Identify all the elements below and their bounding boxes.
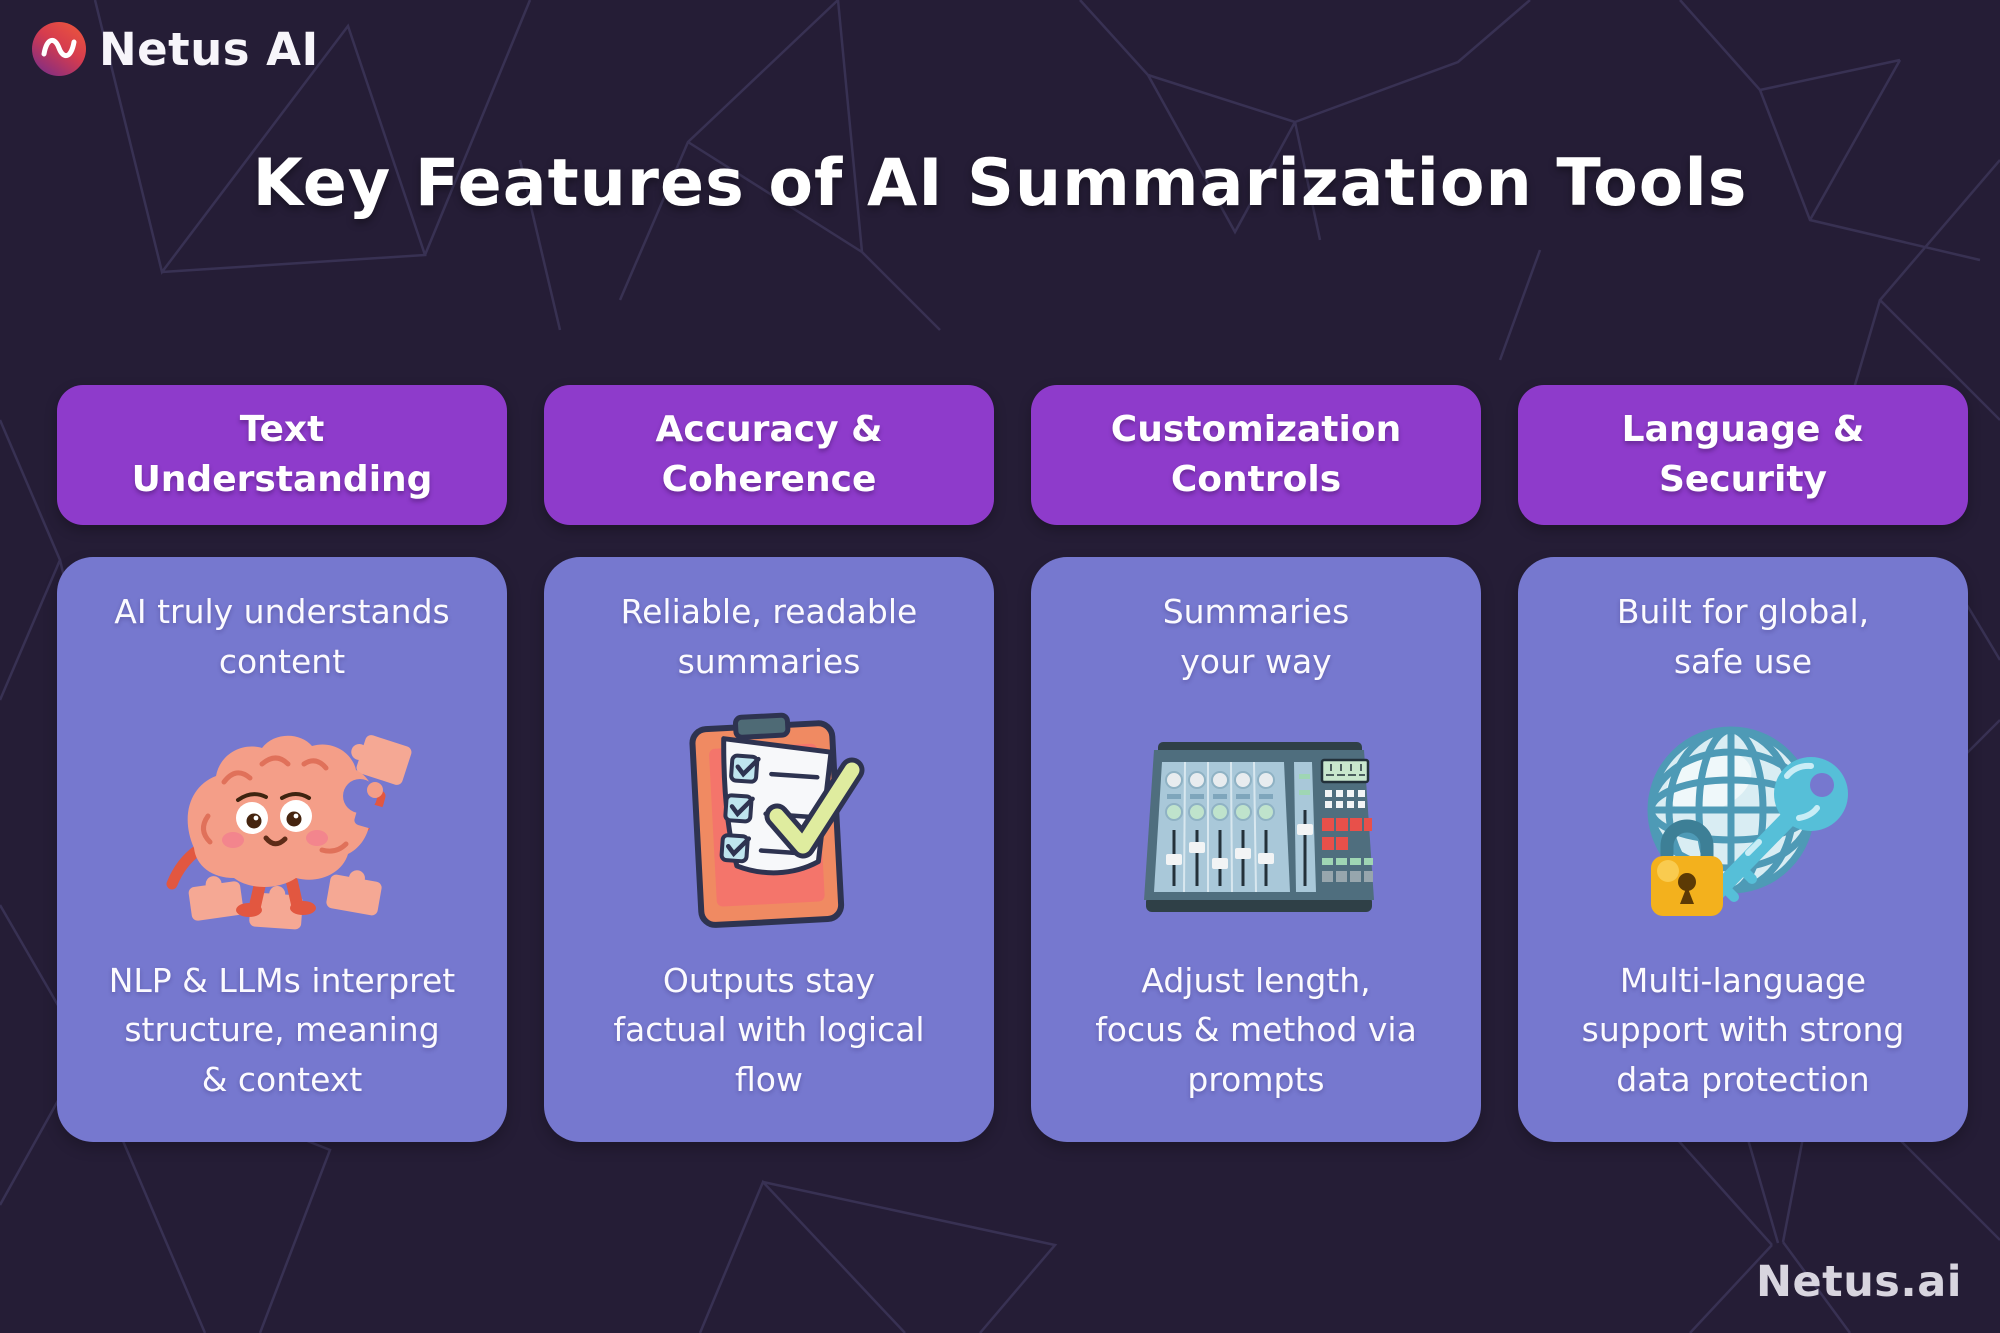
feature-column-text-understanding: Text Understanding AI truly understands …	[57, 385, 507, 1142]
feature-column-accuracy-coherence: Accuracy & Coherence Reliable, readable …	[544, 385, 994, 1142]
feature-header: Language & Security	[1518, 385, 1968, 525]
feature-card: Built for global, safe use	[1518, 557, 1968, 1142]
feature-summary: Reliable, readable summaries	[620, 592, 918, 681]
mixer-console-icon	[1106, 696, 1406, 946]
brain-puzzle-icon	[132, 696, 432, 946]
feature-detail: Multi-language support with strong data …	[1581, 960, 1905, 1099]
feature-header: Text Understanding	[57, 385, 507, 525]
feature-card: Summaries your way	[1031, 557, 1481, 1142]
feature-header: Accuracy & Coherence	[544, 385, 994, 525]
feature-summary: Summaries your way	[1162, 592, 1350, 681]
brand-name: Netus AI	[99, 22, 319, 76]
n-wave-icon	[32, 22, 86, 76]
feature-card: Reliable, readable summaries	[544, 557, 994, 1142]
feature-detail: Adjust length, focus & method via prompt…	[1095, 960, 1417, 1099]
feature-summary: AI truly understands content	[114, 592, 450, 681]
globe-key-lock-icon	[1593, 696, 1893, 946]
feature-detail: Outputs stay factual with logical flow	[613, 960, 925, 1099]
feature-column-customization-controls: Customization Controls Summaries your wa…	[1031, 385, 1481, 1142]
checklist-clipboard-icon	[619, 696, 919, 946]
feature-column-language-security: Language & Security Built for global, sa…	[1518, 385, 1968, 1142]
brand-logo: Netus AI	[32, 22, 319, 76]
feature-card: AI truly understands content	[57, 557, 507, 1142]
page-title: Key Features of AI Summarization Tools	[252, 146, 1748, 221]
feature-grid: Text Understanding AI truly understands …	[57, 385, 1968, 1142]
footer-watermark: Netus.ai	[1755, 1257, 1962, 1307]
feature-summary: Built for global, safe use	[1616, 592, 1870, 681]
feature-detail: NLP & LLMs interpret structure, meaning …	[108, 960, 456, 1099]
feature-header: Customization Controls	[1031, 385, 1481, 525]
